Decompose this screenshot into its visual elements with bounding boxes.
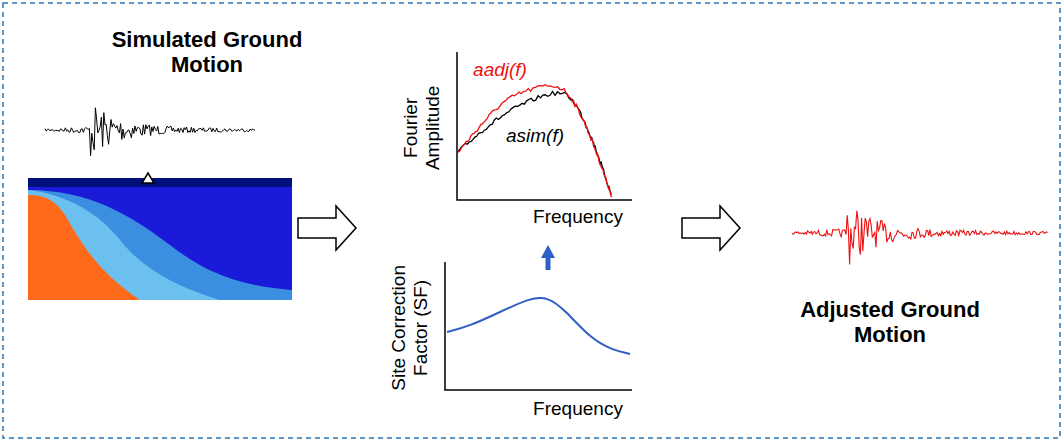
axis-label: Frequency	[518, 206, 638, 228]
curve-label: asim(f)	[490, 125, 580, 147]
block-arrow	[682, 206, 740, 250]
up-arrow	[541, 245, 555, 270]
station-marker	[142, 173, 154, 183]
spectrum-curve	[458, 85, 612, 197]
frame-border	[3, 3, 1060, 438]
panel-heading: Adjusted Ground Motion	[770, 297, 1010, 348]
block-arrow	[298, 206, 356, 250]
cross-section	[28, 178, 292, 300]
panel-heading: Simulated Ground Motion	[77, 27, 337, 78]
axis-label: Site Correction Factor (SF)	[388, 253, 432, 403]
seismogram	[792, 211, 1048, 265]
curve-label: aadj(f)	[455, 59, 545, 81]
spectrum-curve	[458, 91, 611, 194]
seismogram	[45, 108, 255, 156]
chart-axes	[445, 262, 632, 390]
site-factor-curve	[447, 298, 630, 354]
axis-label: Fourier Amplitude	[400, 72, 444, 184]
axis-label: Frequency	[518, 398, 638, 420]
